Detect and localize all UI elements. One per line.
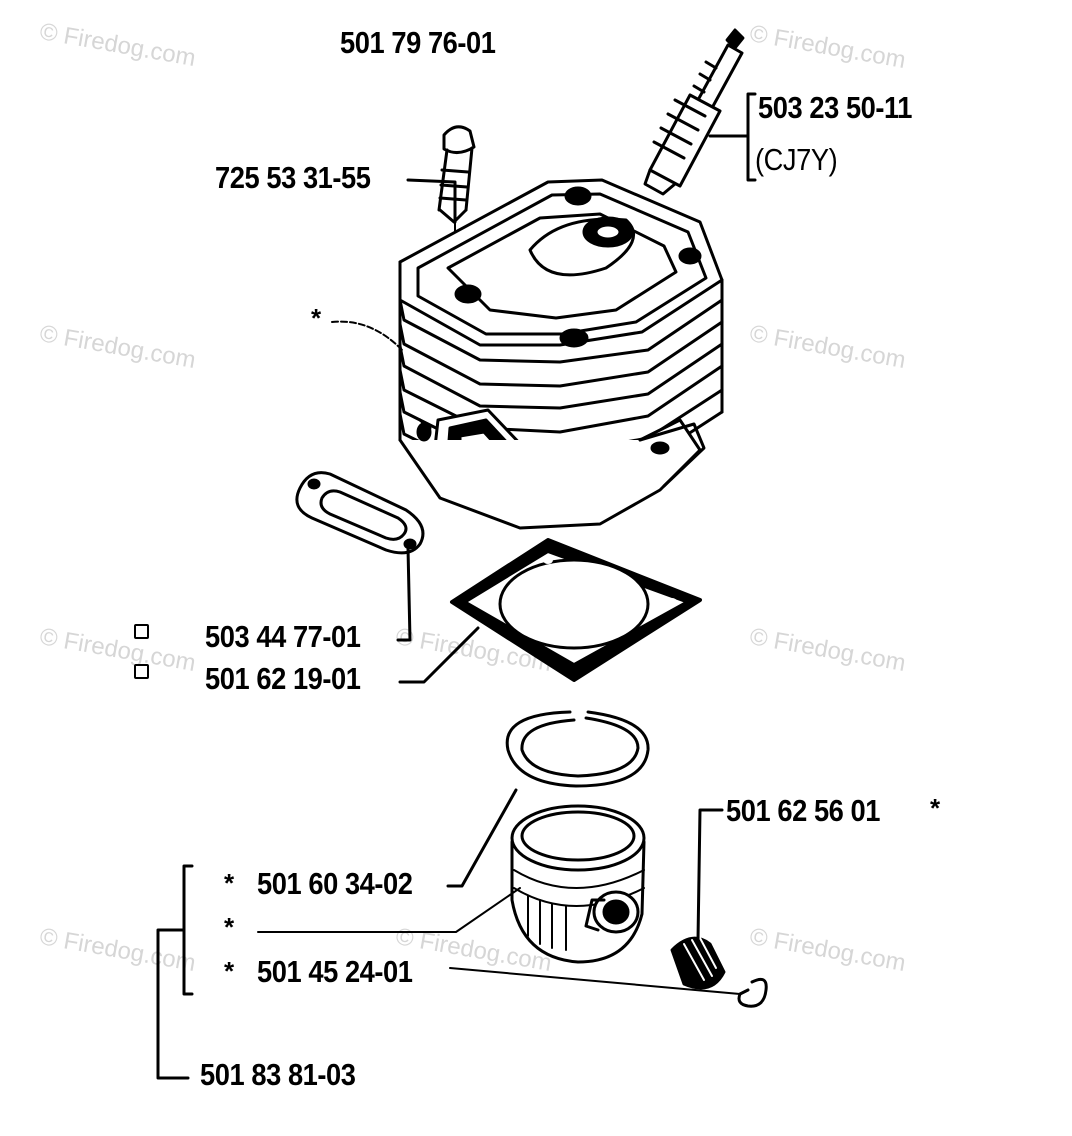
replacement-mark: * xyxy=(224,956,235,986)
part-number-gasket-a: 503 44 77-01 xyxy=(205,619,361,654)
part-number-bearing: 501 62 56 01 xyxy=(726,793,881,828)
part-number-piston-kit: 501 83 81-03 xyxy=(200,1057,356,1092)
base-gasket xyxy=(450,538,702,682)
replacement-mark: * xyxy=(224,912,235,942)
part-number-cylinder-screw: 725 53 31-55 xyxy=(215,160,371,195)
spark-plug xyxy=(643,28,745,196)
spark-plug-type: (CJ7Y) xyxy=(755,142,838,177)
exhaust-gasket xyxy=(295,471,425,555)
piston xyxy=(510,804,646,964)
part-number-piston-ring: 501 60 34-02 xyxy=(257,866,413,901)
square-marker-icon xyxy=(134,624,149,639)
replacement-mark: * xyxy=(311,303,322,333)
piston-ring xyxy=(505,710,650,788)
replacement-mark: * xyxy=(930,793,941,823)
leader-lines xyxy=(156,92,757,1080)
needle-bearing xyxy=(670,936,726,990)
part-number-assembly: 501 79 76-01 xyxy=(340,25,496,60)
part-number-spark-plug: 503 23 50-11 xyxy=(758,90,913,125)
circlip xyxy=(737,977,768,1008)
part-number-circlip: 501 45 24-01 xyxy=(257,954,413,989)
part-number-gasket-b: 501 62 19-01 xyxy=(205,661,361,696)
square-marker-icon xyxy=(134,664,149,679)
replacement-mark: * xyxy=(224,868,235,898)
cylinder xyxy=(398,178,724,530)
